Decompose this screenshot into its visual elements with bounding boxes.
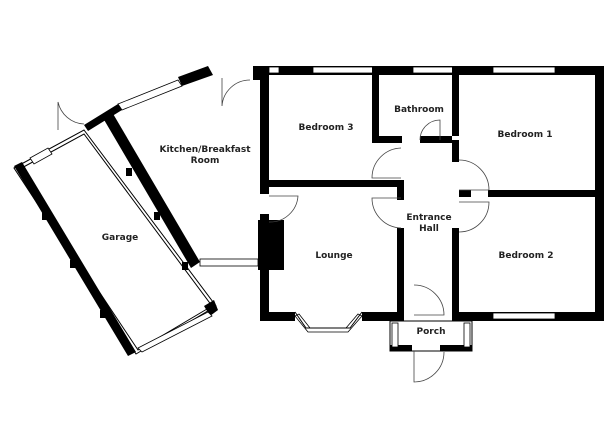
- entrance-label-line1: Entrance: [406, 213, 451, 223]
- porch-label: Porch: [417, 327, 446, 337]
- kitchen-walls: [84, 66, 261, 268]
- kitchen-label-line1: Kitchen/Breakfast: [159, 145, 251, 155]
- internal-walls: [269, 66, 604, 321]
- lounge-label: Lounge: [315, 251, 352, 261]
- bathroom-label: Bathroom: [394, 105, 444, 115]
- kitchen-label-line2: Room: [191, 156, 220, 166]
- bedroom3-label: Bedroom 3: [299, 123, 354, 133]
- entrance-label-line2: Hall: [419, 224, 439, 234]
- doors: [57, 78, 490, 383]
- room-labels: Kitchen/Breakfast Room Bedroom 3 Bathroo…: [102, 105, 554, 337]
- garage-label: Garage: [102, 233, 139, 243]
- bedroom1-label: Bedroom 1: [498, 130, 553, 140]
- bay-window: [294, 311, 363, 333]
- bedroom2-label: Bedroom 2: [499, 251, 554, 261]
- top-windows: [268, 66, 556, 320]
- garage: [13, 129, 218, 356]
- porch: [389, 320, 473, 352]
